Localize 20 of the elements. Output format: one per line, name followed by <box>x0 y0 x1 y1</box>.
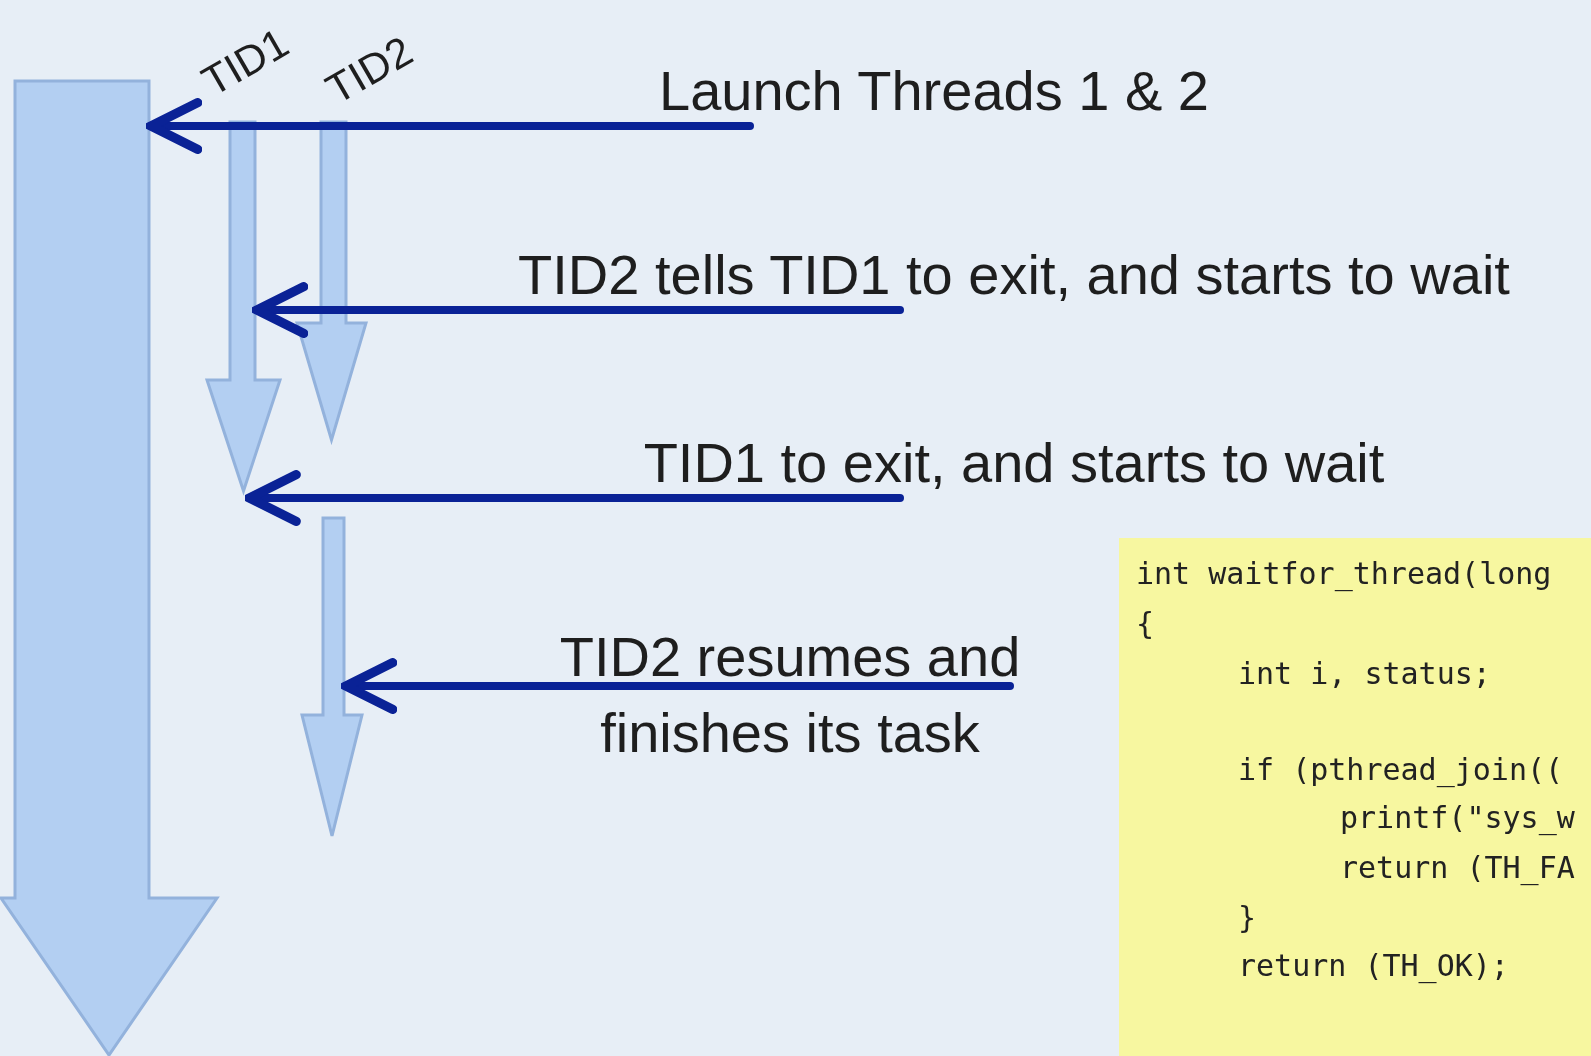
code-box <box>1119 538 1591 1056</box>
thread-label: TID2 <box>318 26 421 114</box>
thread-label: TID1 <box>194 18 297 106</box>
leader-arrow <box>252 282 904 338</box>
code-line: int i, status; <box>1238 656 1491 692</box>
leader-arrow <box>341 658 1014 714</box>
annotation-text: TID2 resumes and finishes its task <box>520 619 1060 771</box>
code-line: return (TH_FA <box>1340 850 1575 886</box>
annotation-text: TID2 tells TID1 to exit, and starts to wait <box>447 242 1581 308</box>
leader-arrow <box>244 470 904 526</box>
code-line: return (TH_OK); <box>1238 948 1509 984</box>
thread-timeline <box>301 518 363 837</box>
annotation-text: Launch Threads 1 & 2 <box>621 58 1247 124</box>
code-line: if (pthread_join(( <box>1238 752 1564 788</box>
leader-arrow <box>146 98 754 154</box>
code-line: int waitfor_thread(long <box>1136 556 1552 592</box>
annotation-text: TID1 to exit, and starts to wait <box>592 430 1436 496</box>
code-line: } <box>1238 900 1257 936</box>
code-line: { <box>1136 606 1155 642</box>
code-line: printf("sys_w <box>1340 800 1575 836</box>
